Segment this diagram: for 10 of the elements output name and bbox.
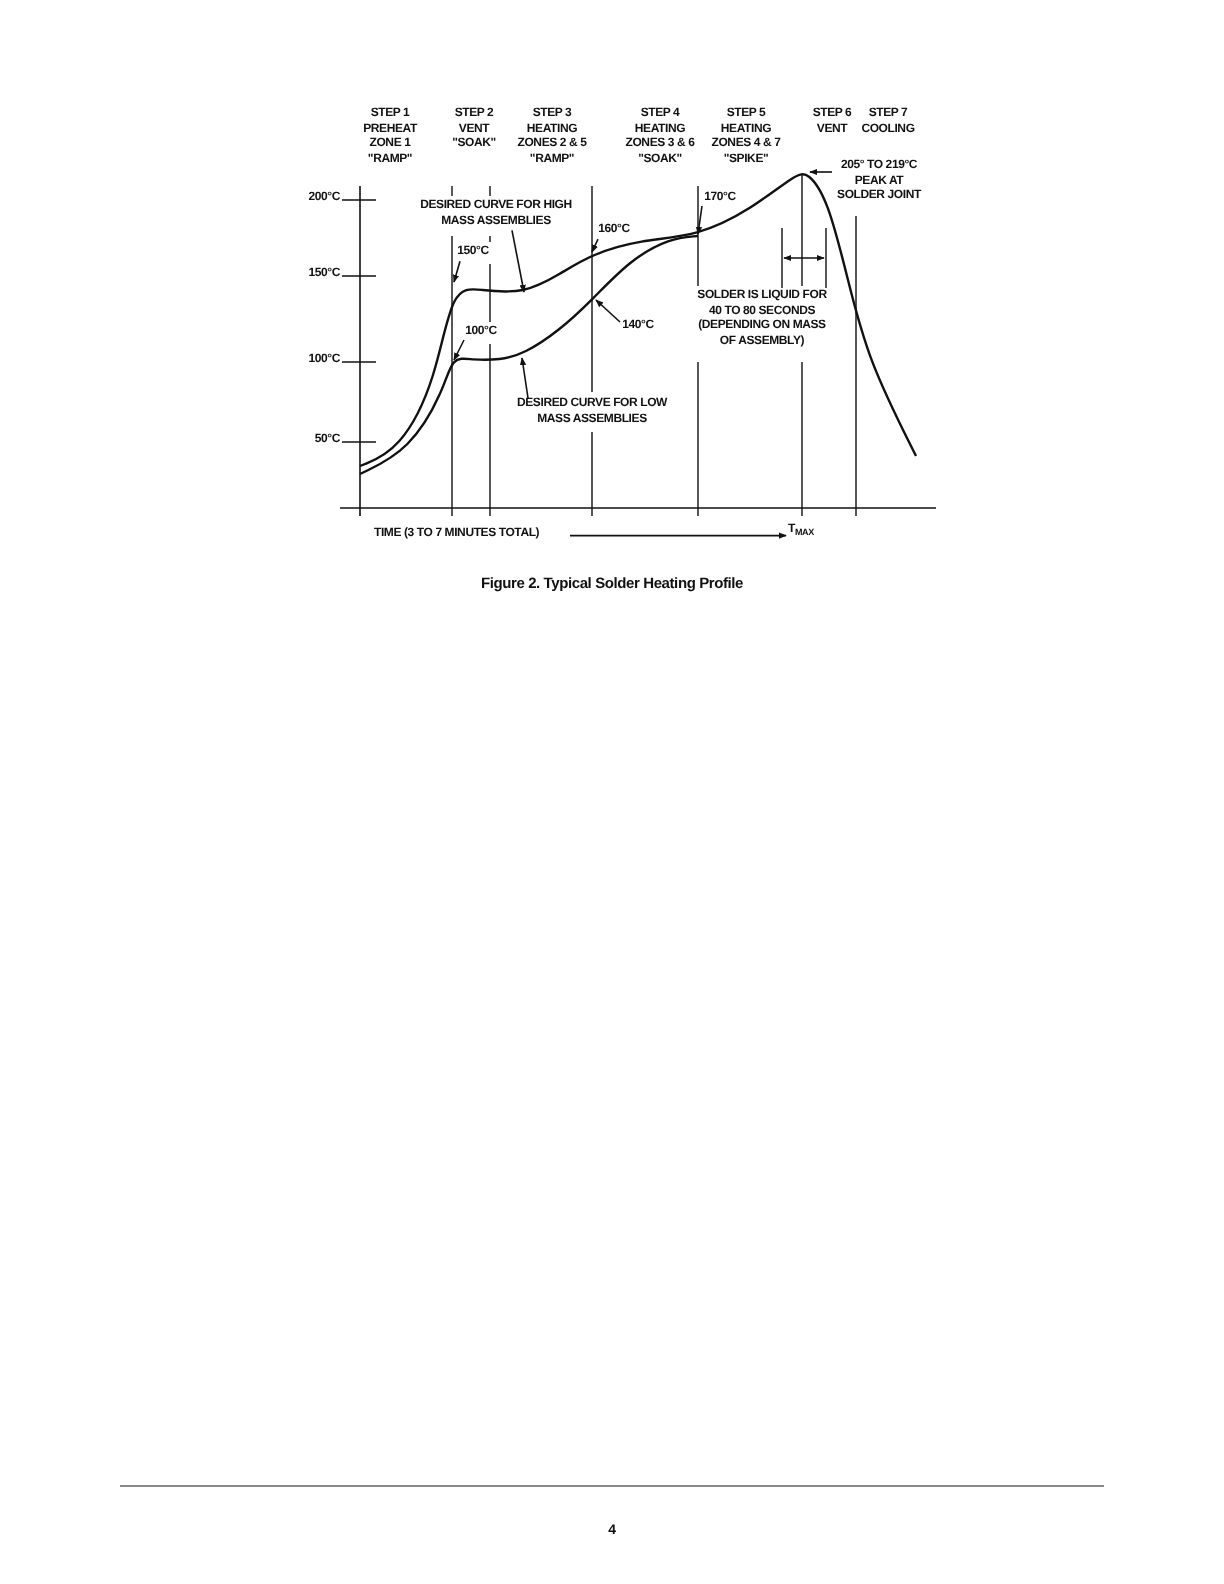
temperature-curve xyxy=(359,173,918,468)
leader-arrow xyxy=(453,339,465,361)
leader-arrow xyxy=(519,357,529,399)
leader-arrow xyxy=(595,299,621,323)
arrow xyxy=(569,532,787,539)
leader-arrow xyxy=(511,229,526,293)
leader-arrow xyxy=(695,205,703,235)
leader-arrow xyxy=(809,168,833,176)
leader-arrow xyxy=(591,238,599,253)
leader-arrow xyxy=(452,260,461,283)
